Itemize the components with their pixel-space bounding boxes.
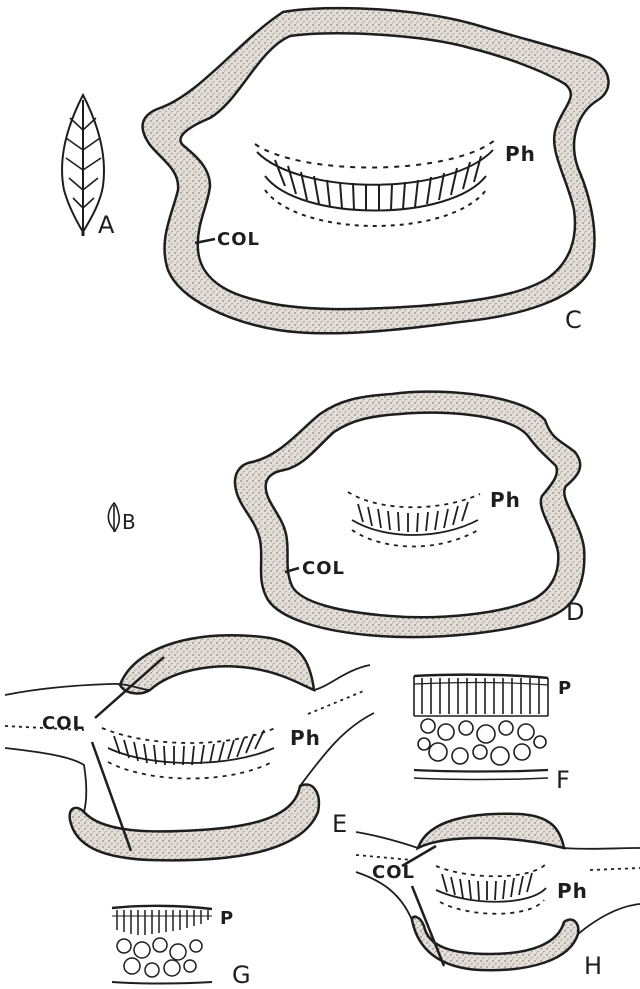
panel-c-section xyxy=(143,8,609,333)
ph-label-d: Ph xyxy=(490,490,521,510)
panel-label-g: G xyxy=(232,963,251,987)
panel-d-xylem-rays xyxy=(358,502,468,532)
panel-h-section xyxy=(356,814,640,971)
panel-d-vascular-bundle xyxy=(348,492,480,547)
col-label-h: COL xyxy=(372,864,415,882)
panel-label-e: E xyxy=(332,812,347,836)
panel-e-xylem-rays xyxy=(114,730,264,765)
panel-h-xylem-rays xyxy=(442,873,532,900)
panel-b-leaf xyxy=(108,503,119,532)
panel-c-vascular-bundle xyxy=(255,140,495,226)
p-label-g: P xyxy=(220,910,234,928)
col-label-d: COL xyxy=(302,560,345,578)
panel-g-tissue xyxy=(112,906,212,984)
panel-h-lamina-outline xyxy=(356,832,640,934)
panel-label-a: A xyxy=(98,213,114,237)
ph-label-h: Ph xyxy=(557,881,588,901)
panel-h-vascular-bundle xyxy=(436,864,546,914)
col-label-c: COL xyxy=(217,231,260,249)
p-label-f: P xyxy=(558,680,572,698)
panel-label-d: D xyxy=(566,600,584,624)
ph-label-e: Ph xyxy=(290,728,321,748)
panel-label-f: F xyxy=(556,768,570,792)
panel-label-h: H xyxy=(584,954,602,978)
ph-label-c: Ph xyxy=(505,144,536,164)
panel-label-c: C xyxy=(565,308,582,332)
panel-c-xylem-rays xyxy=(275,156,481,211)
panel-label-b: B xyxy=(122,512,136,532)
panel-f-tissue xyxy=(414,675,548,780)
panel-d-section xyxy=(235,392,584,637)
col-label-e: COL xyxy=(42,715,85,733)
